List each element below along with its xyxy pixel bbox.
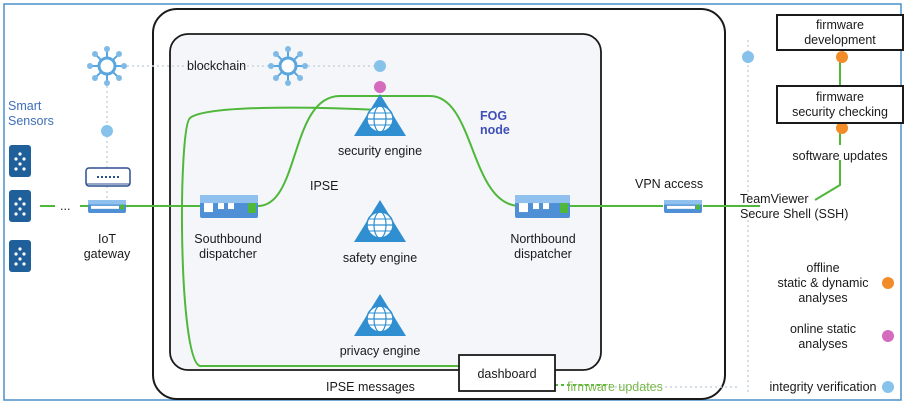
- northbound-label-2: dispatcher: [514, 247, 572, 261]
- firmware-updates-label: firmware updates: [567, 380, 663, 394]
- sensor-chip-icon: [9, 190, 31, 222]
- iot-gateway-label-1: IoT: [98, 232, 116, 246]
- legend-online-2: analyses: [798, 337, 847, 351]
- safety-engine-icon: [354, 200, 406, 242]
- firmware-development-box: [776, 14, 904, 51]
- legend-offline-1: offline: [806, 261, 839, 275]
- southbound-label-1: Southbound: [194, 232, 261, 246]
- firmware-development-label-2: development: [804, 33, 876, 47]
- blockchain-label: blockchain: [187, 59, 246, 73]
- firmware-security-checking-label-1: firmware: [816, 90, 864, 104]
- integrity-dot-remote: [742, 51, 754, 63]
- northbound-label-1: Northbound: [510, 232, 575, 246]
- privacy-engine-label: privacy engine: [340, 344, 421, 358]
- firmware-security-checking-label-2: security checking: [792, 105, 888, 119]
- network-node-icon: [268, 46, 308, 86]
- southbound-label-2: dispatcher: [199, 247, 257, 261]
- safety-engine-label: safety engine: [343, 251, 417, 265]
- legend-offline-2: static & dynamic: [777, 276, 868, 290]
- dashboard-box: [458, 354, 556, 392]
- legend-dot-blue: [882, 381, 894, 393]
- offline-analysis-dot-1: [836, 51, 848, 63]
- legend-dot-orange: [882, 277, 894, 289]
- smart-sensors-label-2: Sensors: [8, 114, 54, 128]
- integrity-dot-gateway: [101, 125, 113, 137]
- security-engine-icon: [354, 94, 406, 136]
- vpn-access-label: VPN access: [635, 177, 703, 191]
- network-node-icon: [87, 46, 127, 86]
- router-icon: [85, 167, 131, 187]
- fog-node-label-1: FOG: [480, 109, 507, 123]
- southbound-dispatcher-icon: [200, 195, 258, 218]
- ipse-messages-label: IPSE messages: [326, 380, 415, 394]
- gateway-switch-icon: [88, 200, 126, 213]
- privacy-engine-icon: [354, 294, 406, 336]
- smart-sensors-label-1: Smart: [8, 99, 42, 113]
- remote-access-label-2: Secure Shell (SSH): [740, 207, 848, 221]
- legend-offline-3: analyses: [798, 291, 847, 305]
- legend-dot-pink: [882, 330, 894, 342]
- fog-node-label-2: node: [480, 123, 510, 137]
- fog-node-box: [169, 33, 602, 371]
- integrity-dot-blockchain: [374, 60, 386, 72]
- offline-analysis-dot-2: [836, 122, 848, 134]
- sensor-chip-icon: [9, 240, 31, 272]
- ipse-label: IPSE: [310, 179, 339, 193]
- legend-integrity: integrity verification: [770, 380, 877, 394]
- online-analysis-dot: [374, 81, 386, 93]
- northbound-dispatcher-icon: [515, 195, 570, 218]
- firmware-security-checking-box: [776, 85, 904, 124]
- dashboard-label: dashboard: [477, 367, 536, 381]
- iot-gateway-label-2: gateway: [84, 247, 131, 261]
- legend-online-1: online static: [790, 322, 856, 336]
- security-engine-label: security engine: [338, 144, 422, 158]
- dotted-links: [106, 40, 749, 395]
- firmware-development-label-1: firmware: [816, 18, 864, 32]
- sensor-chip-icon: [9, 145, 31, 177]
- software-updates-label: software updates: [792, 149, 887, 163]
- remote-access-label-1: TeamViewer: [740, 192, 809, 206]
- ellipsis: ...: [60, 199, 70, 213]
- vpn-switch-icon: [664, 200, 702, 213]
- green-links: [40, 52, 841, 386]
